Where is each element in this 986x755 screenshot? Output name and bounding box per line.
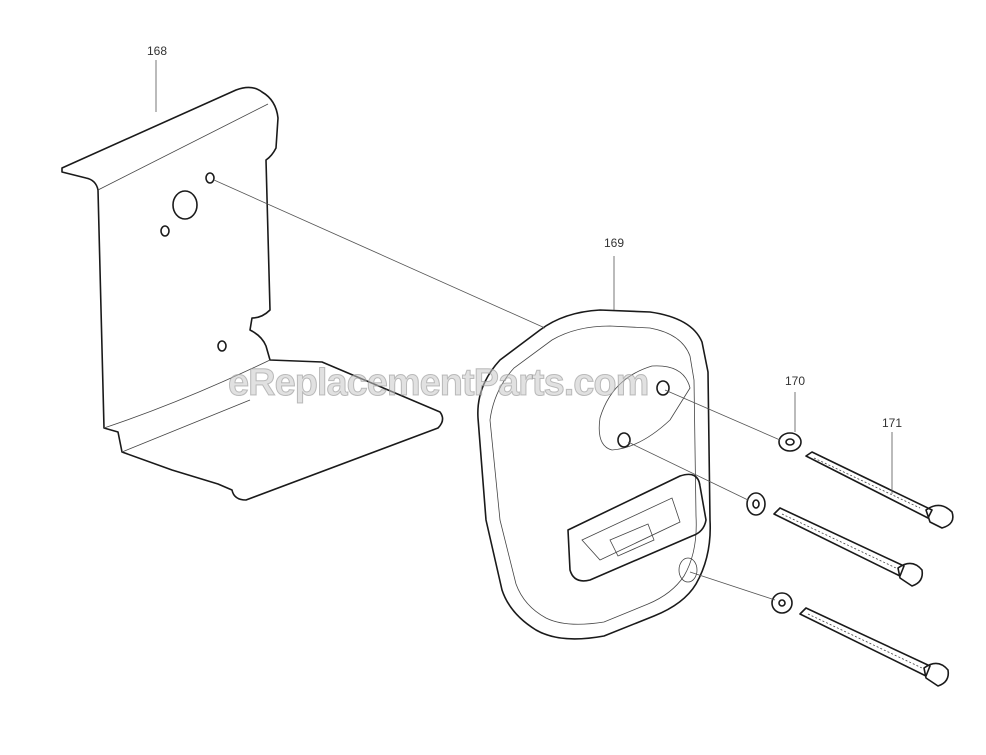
bracket-168 — [61, 86, 444, 501]
leader-lines — [155, 60, 893, 601]
part-label-171: 171 — [882, 416, 903, 430]
washer-170 — [778, 432, 802, 452]
watermark-text: eReplacementParts.com — [227, 362, 649, 405]
washer-lower — [771, 592, 793, 614]
part-label-170: 170 — [785, 374, 806, 388]
bolt-lower — [799, 607, 950, 687]
part-label-169: 169 — [604, 236, 625, 250]
bolt-middle — [773, 507, 924, 587]
washer-upper — [746, 492, 766, 516]
part-label-168: 168 — [147, 44, 168, 58]
muffler-169 — [477, 309, 712, 640]
bolt-171 — [805, 451, 954, 529]
